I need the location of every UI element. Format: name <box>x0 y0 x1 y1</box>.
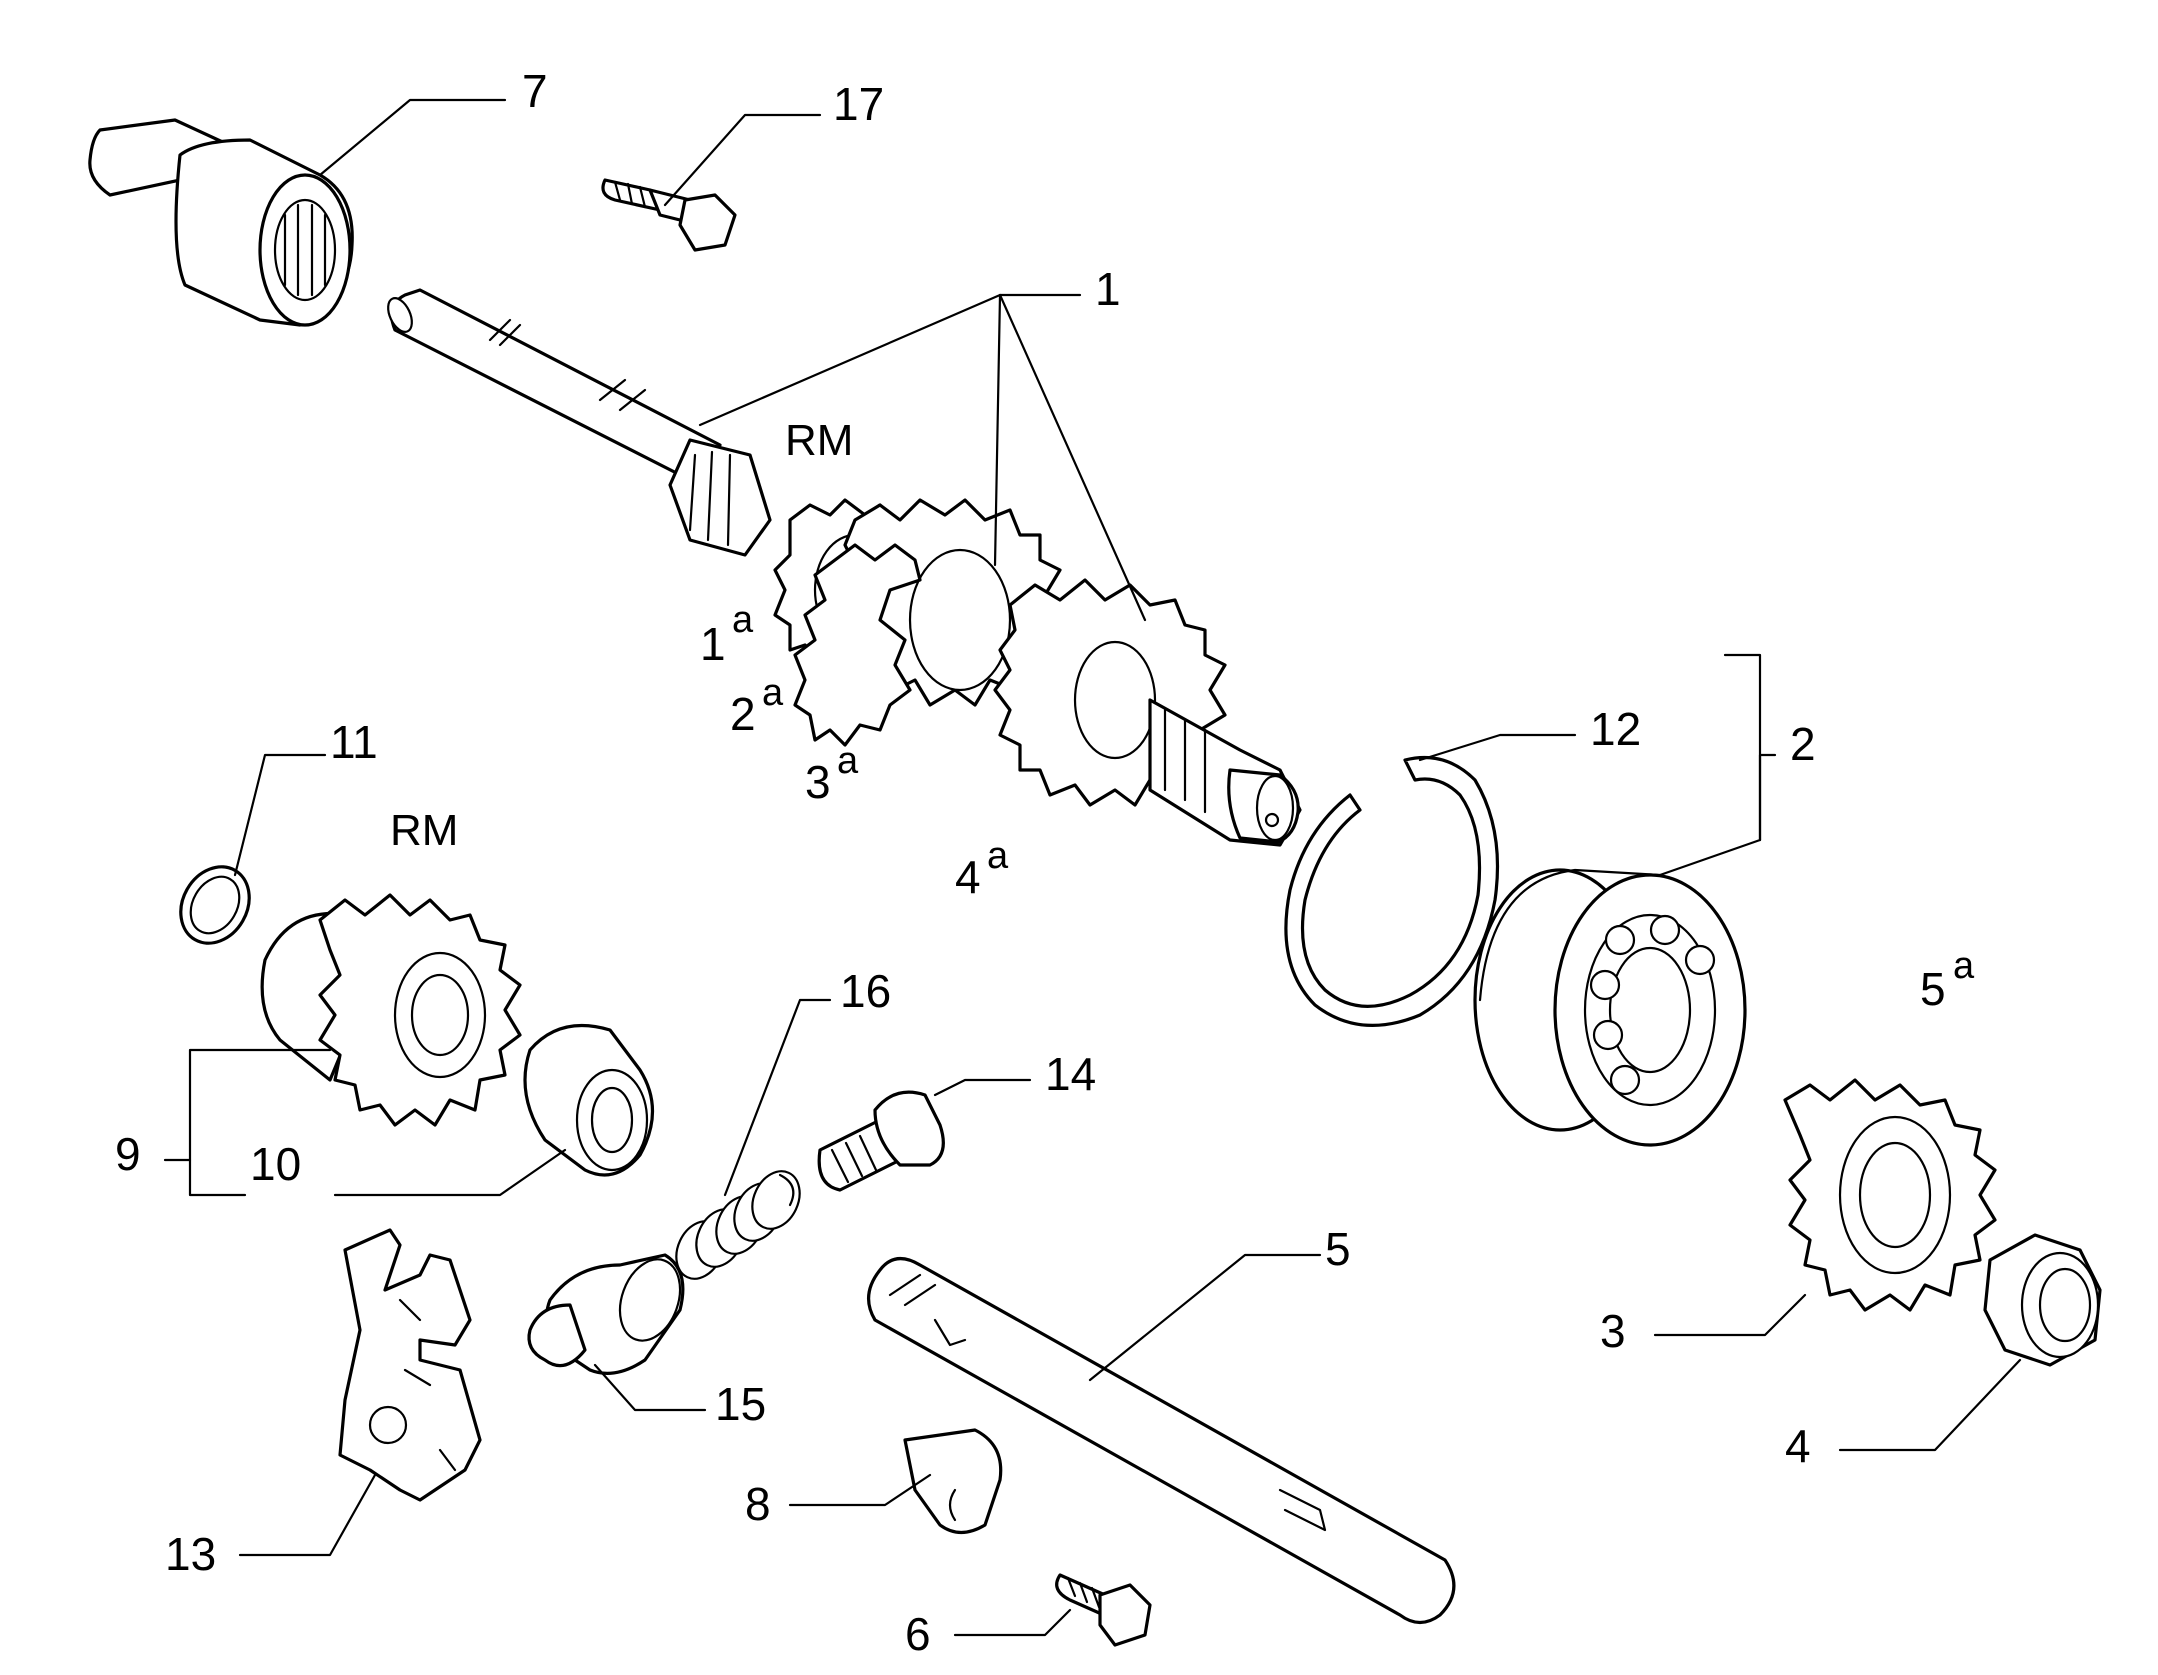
callout-17: 17 <box>833 78 884 130</box>
part-7-coupling-sleeve[interactable] <box>88 118 354 327</box>
part-10-bushing[interactable] <box>523 1023 655 1177</box>
callout-5: 5 <box>1325 1223 1351 1275</box>
callout-13: 13 <box>165 1528 216 1580</box>
rm-label-shaft: RM <box>785 416 853 465</box>
callout-15: 15 <box>715 1378 766 1430</box>
part-5-selector-rod[interactable] <box>867 1257 1456 1625</box>
gear-mark-4a: 4 a <box>955 835 1009 903</box>
callout-4: 4 <box>1785 1420 1811 1472</box>
part-2-ball-bearing[interactable] <box>1473 868 1747 1147</box>
callout-7: 7 <box>522 65 548 117</box>
callout-labels: 7 17 1 12 2 11 9 10 16 14 15 5 8 6 13 3 … <box>115 65 1816 1660</box>
part-16-spring[interactable] <box>667 1164 808 1287</box>
part-1-main-shaft[interactable] <box>383 288 772 557</box>
callout-11: 11 <box>330 716 378 768</box>
callout-2: 2 <box>1790 718 1816 770</box>
gear-mark-sup: a <box>762 672 784 714</box>
part-12-snap-ring[interactable] <box>1284 755 1500 1027</box>
gear-mark-1a: 1 a <box>700 599 754 670</box>
part-4-nut[interactable] <box>1983 1233 2102 1367</box>
part-3-gear-5a[interactable] <box>1783 1078 1997 1312</box>
gear-mark-number: 1 <box>700 618 726 670</box>
part-15-plunger[interactable] <box>527 1251 691 1375</box>
rm-annotations: RM RM <box>390 416 853 855</box>
leader-lines <box>163 98 2022 1637</box>
callout-10: 10 <box>250 1138 301 1190</box>
callout-8: 8 <box>745 1478 771 1530</box>
part-6-bolt[interactable] <box>1055 1573 1152 1647</box>
shaft-spline-end[interactable] <box>1148 698 1302 847</box>
gear-mark-5a: 5 a <box>1920 945 1975 1015</box>
gear-mark-2a: 2 a <box>730 672 784 740</box>
gear-3a[interactable] <box>793 543 922 747</box>
gear-marks: 1 a 2 a 3 a 4 a 5 a <box>700 599 1975 1015</box>
rm-label-gear: RM <box>390 806 458 855</box>
callout-1: 1 <box>1095 263 1121 315</box>
callout-16: 16 <box>840 965 891 1017</box>
callout-3: 3 <box>1600 1305 1626 1357</box>
gear-mark-sup: a <box>732 599 754 641</box>
part-13-selector-plate[interactable] <box>338 1228 482 1502</box>
gear-mark-sup: a <box>987 835 1009 877</box>
part-9-reverse-gear[interactable] <box>260 893 522 1127</box>
gear-mark-3a: 3 a <box>805 740 859 808</box>
callout-9: 9 <box>115 1128 141 1180</box>
gear-mark-number: 4 <box>955 851 981 903</box>
callout-6: 6 <box>905 1608 931 1660</box>
gear-mark-number: 2 <box>730 688 756 740</box>
gear-mark-sup: a <box>837 740 859 782</box>
callout-14: 14 <box>1045 1048 1096 1100</box>
part-14-screw[interactable] <box>817 1090 945 1192</box>
part-11-o-ring[interactable] <box>167 854 262 955</box>
gear-mark-number: 5 <box>1920 963 1946 1015</box>
callout-12: 12 <box>1590 703 1641 755</box>
gear-mark-number: 3 <box>805 756 831 808</box>
part-17-bolt[interactable] <box>601 178 737 252</box>
gear-mark-sup: a <box>1953 945 1975 987</box>
part-8-key[interactable] <box>903 1428 1003 1535</box>
